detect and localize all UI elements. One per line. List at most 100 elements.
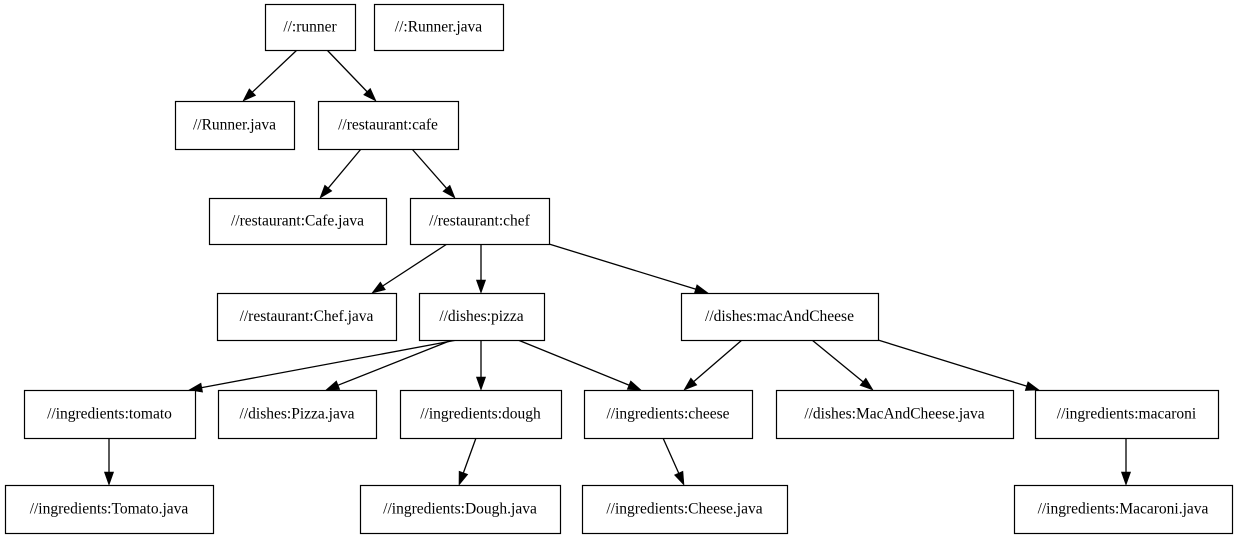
node-box[interactable] — [317, 100, 460, 151]
graph-edge — [662, 437, 685, 486]
edge-arrowhead — [242, 88, 257, 102]
edge-line — [411, 148, 447, 189]
node-box[interactable] — [775, 389, 1015, 440]
edge-arrowhead — [325, 380, 341, 391]
node-box[interactable] — [680, 292, 880, 342]
node-box[interactable] — [1013, 484, 1234, 535]
graph-node-chef_java[interactable]: //restaurant:Chef.java — [216, 292, 398, 342]
node-label: //dishes:Pizza.java — [240, 406, 355, 423]
edge-line — [662, 437, 680, 474]
node-box[interactable] — [4, 484, 215, 535]
node-label: //restaurant:chef — [429, 213, 531, 230]
node-label: //ingredients:Cheese.java — [606, 501, 762, 518]
graph-edge — [877, 339, 1040, 391]
graph-edge — [458, 437, 477, 486]
node-label: //:runner — [283, 19, 337, 36]
graph-node-ing_dough[interactable]: //ingredients:dough — [399, 389, 563, 440]
graph-edges-layer — [103, 49, 1132, 486]
graph-node-ing_macaroni[interactable]: //ingredients:macaroni — [1034, 389, 1220, 440]
graph-edge — [1120, 438, 1132, 486]
edge-arrowhead — [475, 279, 487, 294]
edge-arrowhead — [673, 470, 685, 486]
graph-node-mac_java[interactable]: //dishes:MacAndCheese.java — [775, 389, 1015, 440]
graph-node-restaurant_cafe[interactable]: //restaurant:cafe — [317, 100, 460, 151]
node-label: //ingredients:cheese — [606, 406, 729, 423]
graph-edge — [242, 49, 298, 102]
graph-node-restaurant_chef[interactable]: //restaurant:chef — [409, 197, 551, 246]
graph-edge — [811, 339, 874, 391]
edge-arrowhead — [693, 284, 709, 294]
edge-arrowhead — [475, 376, 487, 391]
edge-line — [382, 243, 448, 287]
graph-edge — [411, 148, 456, 199]
node-box[interactable] — [581, 484, 789, 535]
edge-line — [811, 339, 864, 383]
node-box[interactable] — [399, 389, 563, 440]
graph-node-dough_java[interactable]: //ingredients:Dough.java — [359, 484, 562, 535]
node-label: //restaurant:cafe — [338, 117, 438, 134]
node-box[interactable] — [217, 389, 378, 440]
node-box[interactable] — [583, 389, 754, 440]
node-box[interactable] — [208, 197, 388, 246]
edge-line — [326, 49, 368, 93]
edge-line — [462, 437, 477, 473]
edge-line — [693, 339, 743, 383]
node-label: //ingredients:Tomato.java — [30, 501, 189, 518]
node-label: //ingredients:dough — [420, 406, 541, 423]
edge-line — [252, 49, 298, 93]
node-label: //:Runner.java — [395, 19, 483, 36]
node-box[interactable] — [409, 197, 551, 246]
node-label: //ingredients:Macaroni.java — [1038, 501, 1209, 518]
graph-node-runner_java[interactable]: //Runner.java — [174, 100, 296, 151]
graph-node-tomato_java[interactable]: //ingredients:Tomato.java — [4, 484, 215, 535]
graph-node-pizza_java[interactable]: //dishes:Pizza.java — [217, 389, 378, 440]
graph-nodes-layer: //:runner //:Runner.java //Runner.java //re… — [4, 3, 1234, 535]
node-box[interactable] — [418, 292, 546, 342]
edge-arrowhead — [363, 87, 377, 102]
edge-arrowhead — [371, 281, 386, 294]
node-label: //dishes:MacAndCheese.java — [804, 406, 984, 423]
node-label: //ingredients:tomato — [47, 406, 172, 423]
graph-edge — [319, 148, 362, 199]
edge-arrowhead — [859, 377, 874, 391]
edge-arrowhead — [683, 377, 698, 391]
graph-node-macaroni_java[interactable]: //ingredients:Macaroni.java — [1013, 484, 1234, 535]
graph-node-dishes_pizza[interactable]: //dishes:pizza — [418, 292, 546, 342]
graph-edge — [371, 243, 448, 294]
graph-edge — [475, 340, 487, 391]
graph-node-cheese_java[interactable]: //ingredients:Cheese.java — [581, 484, 789, 535]
node-box[interactable] — [359, 484, 562, 535]
node-box[interactable] — [1034, 389, 1220, 440]
edge-arrowhead — [1120, 471, 1132, 486]
edge-arrowhead — [626, 380, 642, 391]
edge-line — [201, 339, 458, 389]
node-box[interactable] — [23, 389, 197, 440]
graph-edge — [188, 339, 458, 393]
graph-node-ing_cheese[interactable]: //ingredients:cheese — [583, 389, 754, 440]
graph-edge — [475, 244, 487, 294]
edge-arrowhead — [442, 184, 456, 199]
node-box[interactable] — [174, 100, 296, 151]
edge-line — [337, 339, 453, 386]
graph-node-runner[interactable]: //:runner — [264, 3, 357, 52]
edge-line — [548, 243, 696, 290]
graph-node-dishes_mac[interactable]: //dishes:macAndCheese — [680, 292, 880, 342]
node-label: //dishes:macAndCheese — [705, 308, 854, 325]
node-label: //restaurant:Cafe.java — [231, 213, 364, 230]
node-box[interactable] — [216, 292, 398, 342]
graph-edge — [548, 243, 709, 294]
node-box[interactable] — [264, 3, 357, 52]
edge-arrowhead — [319, 184, 333, 199]
node-label: //restaurant:Chef.java — [240, 308, 374, 325]
node-label: //dishes:pizza — [439, 308, 523, 325]
graph-node-ing_tomato[interactable]: //ingredients:tomato — [23, 389, 197, 440]
graph-node-cafe_java[interactable]: //restaurant:Cafe.java — [208, 197, 388, 246]
graph-edge — [683, 339, 743, 391]
node-label: //ingredients:macaroni — [1057, 406, 1197, 423]
graph-node-runner_java_root[interactable]: //:Runner.java — [373, 3, 505, 52]
node-box[interactable] — [373, 3, 505, 52]
edge-line — [877, 339, 1027, 387]
edge-arrowhead — [458, 470, 469, 486]
